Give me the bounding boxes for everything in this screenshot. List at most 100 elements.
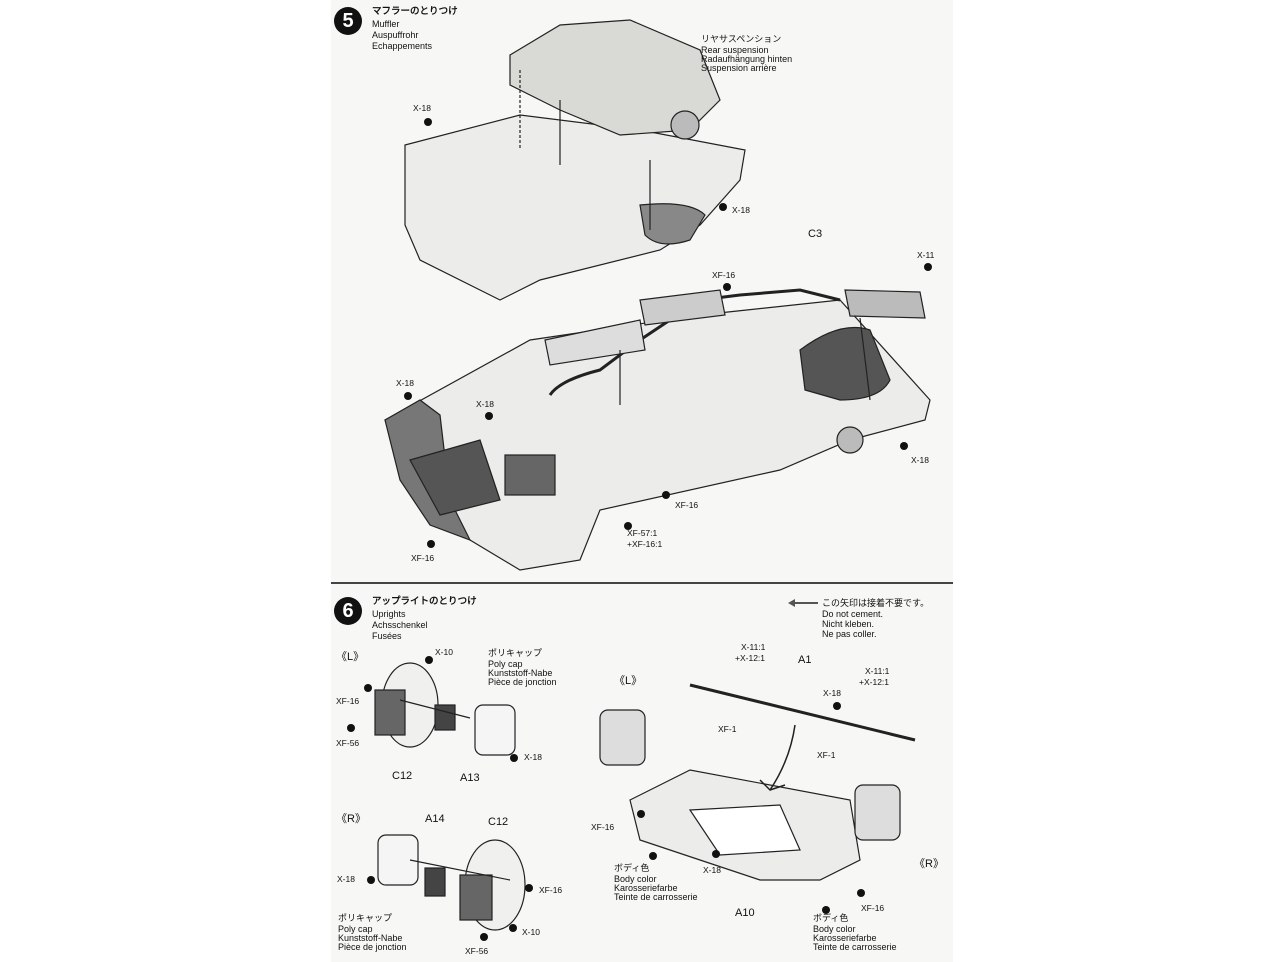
- body-color-label-jp: ボディ色: [614, 863, 650, 873]
- paint-dot: [424, 118, 432, 126]
- paint-label: X-18: [413, 103, 431, 113]
- polycap-label-de: Kunststoff-Nabe: [338, 933, 403, 943]
- part-label-c3: C3: [808, 228, 823, 240]
- paint-dot: [637, 810, 645, 818]
- paint-label: X-11:1: [741, 642, 766, 652]
- left-caliper-c12: [374, 689, 406, 736]
- paint-dot: [480, 933, 488, 941]
- paint-dot: [525, 884, 533, 892]
- part-label-a1: A1: [798, 654, 812, 666]
- part-label-c12: C12: [488, 816, 509, 828]
- paint-label: XF-16: [336, 696, 360, 706]
- body-color-label-de: Karosseriefarbe: [614, 883, 678, 893]
- rear-wheel-hub: [836, 426, 864, 454]
- polycap-label-en: Poly cap: [488, 659, 523, 669]
- right-upright-a14: [377, 834, 419, 886]
- right-polycap: [424, 867, 446, 897]
- paint-dot: [624, 522, 632, 530]
- step-title-fr: Fusées: [372, 631, 402, 641]
- paint-dot: [857, 889, 865, 897]
- rear-suspension-assembly: [509, 19, 721, 136]
- left-polycap: [434, 704, 456, 731]
- paint-dot: [900, 442, 908, 450]
- paint-dot: [719, 203, 727, 211]
- paint-label: X-18: [823, 688, 841, 698]
- step-number-badge: 6: [334, 597, 362, 625]
- body-color-label-de: Karosseriefarbe: [813, 933, 877, 943]
- step-title-en: Uprights: [372, 609, 406, 619]
- paint-label: XF-16: [591, 822, 615, 832]
- polycap-label-jp: ポリキャップ: [338, 913, 393, 923]
- rear-suspension-label-en: Rear suspension: [701, 45, 769, 55]
- part-label-a13: A13: [460, 772, 480, 784]
- step-title-jp: アップライトのとりつけ: [372, 596, 477, 607]
- right-caliper-c12: [459, 874, 493, 921]
- steering-rack-a1: [689, 683, 916, 742]
- body-color-label-jp: ボディ色: [813, 913, 849, 923]
- polycap-label-fr: Pièce de jonction: [338, 942, 407, 952]
- install-arrow: [759, 724, 796, 792]
- paint-dot: [712, 850, 720, 858]
- step-number-badge: 5: [334, 7, 362, 35]
- paint-label: XF-1: [718, 724, 737, 734]
- step-title-de: Achsschenkel: [372, 620, 428, 630]
- rear-suspension-label-fr: Suspension arrière: [701, 63, 777, 73]
- part-label-a10: A10: [735, 907, 755, 919]
- paint-label: XF-16: [411, 553, 435, 563]
- paint-label: XF-16: [539, 885, 563, 895]
- paint-label: XF-16: [712, 270, 736, 280]
- cement-note-fr: Ne pas coller.: [822, 629, 877, 639]
- step-title-de: Auspuffrohr: [372, 30, 419, 40]
- paint-dot: [723, 283, 731, 291]
- paint-dot: [404, 392, 412, 400]
- cement-note-en: Do not cement.: [822, 609, 884, 619]
- paint-dot: [347, 724, 355, 732]
- cement-note-de: Nicht kleben.: [822, 619, 875, 629]
- paint-dot: [510, 754, 518, 762]
- paint-label: XF-16: [675, 500, 699, 510]
- paint-dot: [509, 924, 517, 932]
- paint-label: X-18: [703, 865, 721, 875]
- paint-dot: [822, 906, 830, 914]
- paint-dot: [367, 876, 375, 884]
- paint-dot: [425, 656, 433, 664]
- side-label-left: 《L》: [336, 651, 365, 663]
- side-label-right: 《R》: [914, 858, 944, 870]
- paint-label: X-11:1: [865, 666, 890, 676]
- paint-label: X-11: [917, 250, 935, 260]
- left-upright-a13: [474, 704, 516, 756]
- body-color-label-en: Body color: [614, 874, 657, 884]
- paint-dot: [427, 540, 435, 548]
- right-upright-assembly: [854, 784, 901, 841]
- paint-label: XF-57:1: [627, 528, 658, 538]
- part-label-a14: A14: [425, 813, 445, 825]
- paint-label: X-18: [396, 378, 414, 388]
- paint-label: X-18: [732, 205, 750, 215]
- paint-label: X-18: [524, 752, 542, 762]
- step-title-en: Muffler: [372, 19, 400, 29]
- polycap-label-fr: Pièce de jonction: [488, 677, 557, 687]
- body-color-label-en: Body color: [813, 924, 856, 934]
- paint-label: +X-12:1: [859, 677, 890, 687]
- paint-label: XF-16: [861, 903, 885, 913]
- engine-block: [504, 454, 556, 496]
- upper-chassis-shadow: [639, 203, 706, 245]
- paint-label: +X-12:1: [735, 653, 766, 663]
- paint-label: +XF-16:1: [627, 539, 663, 549]
- part-label-c12: C12: [392, 770, 413, 782]
- step-divider: [331, 582, 953, 584]
- rear-hub: [670, 110, 700, 140]
- paint-label: XF-56: [465, 946, 489, 956]
- paint-label: X-18: [476, 399, 494, 409]
- polycap-label-de: Kunststoff-Nabe: [488, 668, 553, 678]
- upper-chassis-outline: [404, 114, 746, 301]
- rear-suspension-label-de: Radaufhängung hinten: [701, 54, 793, 64]
- paint-label: XF-1: [817, 750, 836, 760]
- side-label-left: 《L》: [614, 675, 643, 687]
- radiator: [409, 439, 501, 516]
- paint-label: X-18: [337, 874, 355, 884]
- paint-dot: [364, 684, 372, 692]
- rear-suspension-label-jp: リヤサスペンション: [701, 34, 782, 44]
- body-color-label-fr: Teinte de carrosserie: [813, 942, 897, 952]
- paint-dot: [649, 852, 657, 860]
